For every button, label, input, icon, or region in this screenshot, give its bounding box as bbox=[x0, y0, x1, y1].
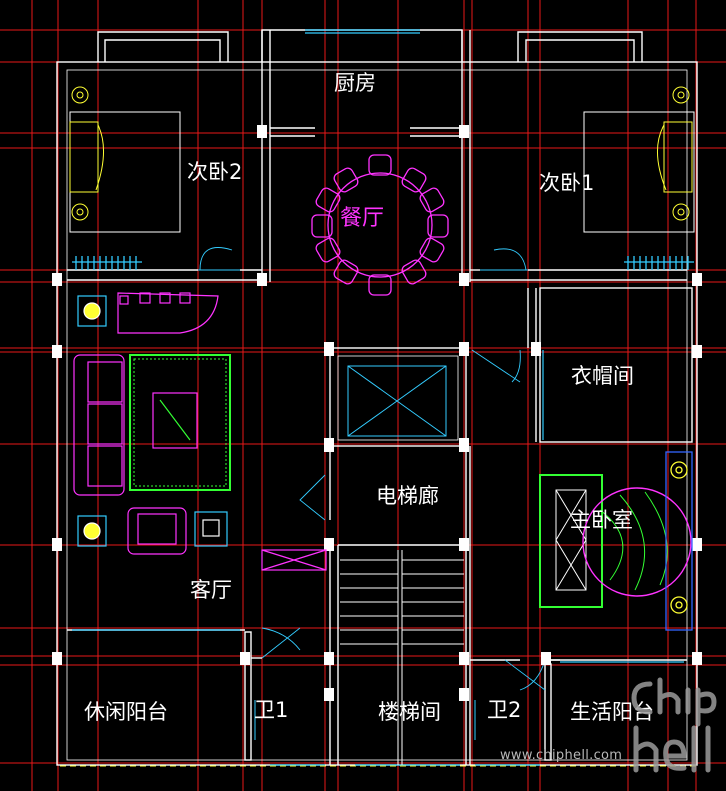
columns bbox=[52, 125, 702, 701]
coffee-table bbox=[152, 392, 198, 449]
carpet bbox=[129, 354, 231, 491]
shoe-cabinet bbox=[261, 549, 327, 571]
sofa bbox=[73, 354, 125, 496]
room-label-bath1: 卫1 bbox=[254, 698, 289, 722]
wardrobe-bedroom1 bbox=[624, 256, 694, 270]
side-table-bottom bbox=[77, 515, 107, 547]
side-table-top bbox=[77, 295, 107, 327]
bed-bedroom1 bbox=[583, 86, 695, 233]
watermark-url: www.chiphell.com bbox=[500, 748, 623, 763]
walls bbox=[56, 29, 698, 766]
bar-counter bbox=[117, 292, 219, 334]
room-label-stairwell: 楼梯间 bbox=[378, 700, 441, 724]
room-label-cloakroom: 衣帽间 bbox=[571, 364, 634, 388]
room-label-bath2: 卫2 bbox=[487, 698, 522, 722]
armchair bbox=[127, 507, 187, 555]
round-bed bbox=[582, 487, 692, 597]
room-label-bedroom2: 次卧2 bbox=[187, 160, 243, 184]
room-label-dining: 餐厅 bbox=[340, 206, 385, 231]
stairs bbox=[340, 550, 464, 765]
room-label-elevator-hall: 电梯廊 bbox=[376, 484, 439, 508]
headboard bbox=[665, 451, 693, 631]
room-label-leisure-balcony: 休闲阳台 bbox=[84, 700, 168, 724]
master-rug bbox=[539, 474, 603, 608]
room-label-kitchen: 厨房 bbox=[334, 71, 376, 95]
dining-table bbox=[311, 154, 449, 296]
bath-fixtures bbox=[254, 700, 476, 740]
tv-stand bbox=[194, 511, 228, 547]
chiphell-logo-icon bbox=[631, 677, 717, 773]
bed-bedroom2 bbox=[69, 86, 181, 233]
elevator bbox=[347, 365, 447, 437]
room-label-master-bedroom: 主卧室 bbox=[570, 508, 633, 532]
windows bbox=[72, 29, 684, 766]
wardrobe-bedroom2 bbox=[72, 256, 142, 270]
room-label-living-room: 客厅 bbox=[190, 578, 232, 602]
room-label-bedroom1: 次卧1 bbox=[539, 171, 595, 195]
room-label-service-balcony: 生活阳台 bbox=[570, 700, 654, 724]
